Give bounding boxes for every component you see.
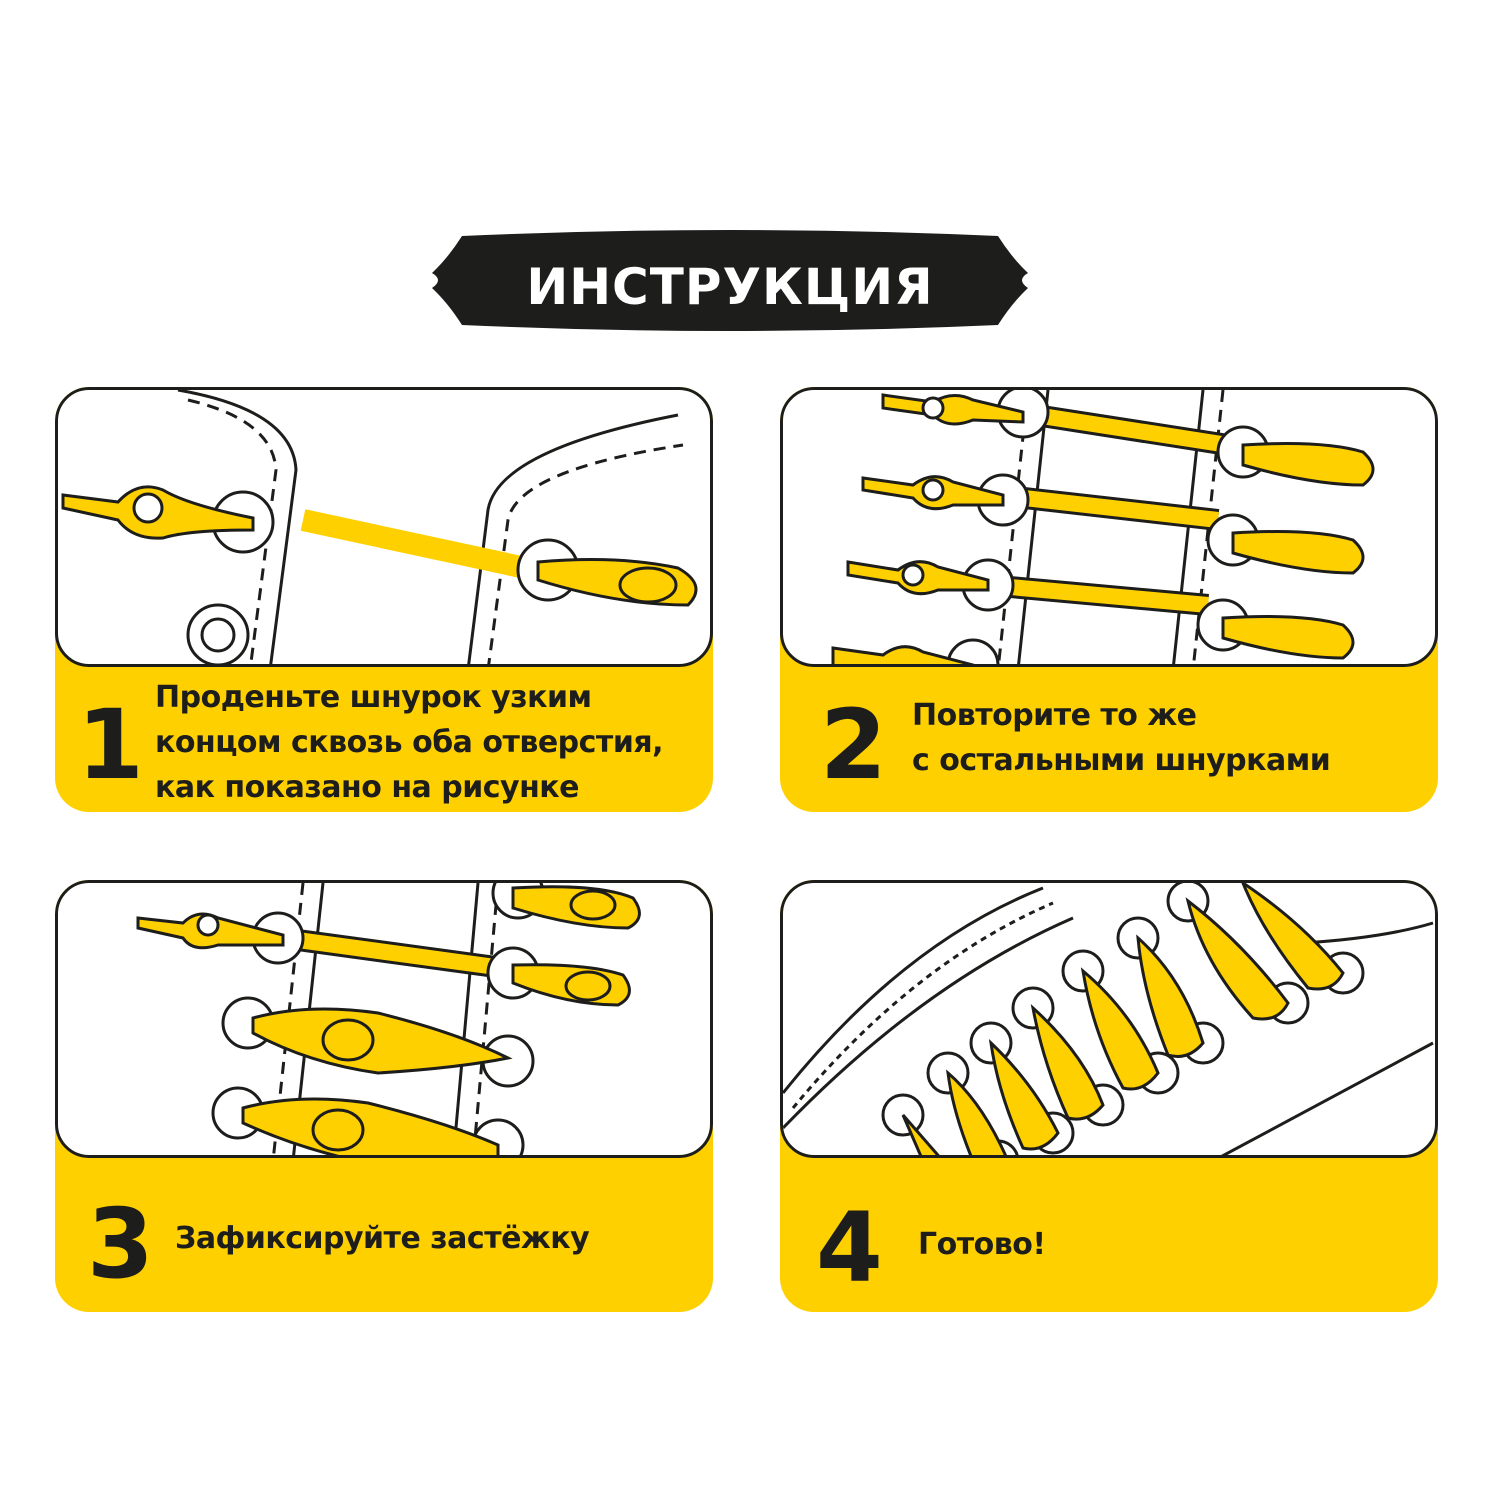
step-text: Зафиксируйте застёжку bbox=[175, 1216, 590, 1261]
step-text: Готово! bbox=[918, 1222, 1046, 1267]
step-text-line: как показано на рисунке bbox=[155, 770, 580, 805]
step-number: 2 bbox=[820, 689, 887, 801]
step-4-illustration bbox=[780, 880, 1438, 1158]
step-number: 1 bbox=[77, 689, 144, 801]
step-text-line: Повторите то же bbox=[912, 698, 1197, 733]
title-badge: ИНСТРУКЦИЯ bbox=[432, 228, 1028, 333]
step-number: 4 bbox=[816, 1192, 883, 1304]
step-3-panel: 3 Зафиксируйте застёжку bbox=[55, 880, 713, 1312]
laced-shoe-icon bbox=[783, 883, 1434, 1155]
step-2-illustration bbox=[780, 387, 1438, 667]
step-text-line: Проденьте шнурок узким bbox=[155, 680, 592, 715]
lace-through-eyelets-icon bbox=[61, 390, 698, 664]
step-text-line: концом сквозь оба отверстия, bbox=[155, 725, 664, 760]
step-4-panel: 4 Готово! bbox=[780, 880, 1438, 1312]
step-1-illustration bbox=[55, 387, 713, 667]
step-text: Повторите то же с остальными шнурками bbox=[912, 693, 1331, 783]
step-1-panel: 1 Проденьте шнурок узким концом сквозь о… bbox=[55, 387, 713, 812]
step-3-illustration bbox=[55, 880, 713, 1158]
step-number: 3 bbox=[87, 1188, 154, 1300]
step-text-line: Готово! bbox=[918, 1227, 1046, 1262]
fix-clasp-icon bbox=[136, 883, 641, 1155]
step-2-panel: 2 Повторите то же с остальными шнурками bbox=[780, 387, 1438, 812]
title-text: ИНСТРУКЦИЯ bbox=[526, 258, 934, 316]
multiple-laces-icon bbox=[831, 390, 1375, 664]
step-text: Проденьте шнурок узким концом сквозь оба… bbox=[155, 675, 664, 810]
step-text-line: Зафиксируйте застёжку bbox=[175, 1221, 590, 1256]
step-text-line: с остальными шнурками bbox=[912, 743, 1331, 778]
